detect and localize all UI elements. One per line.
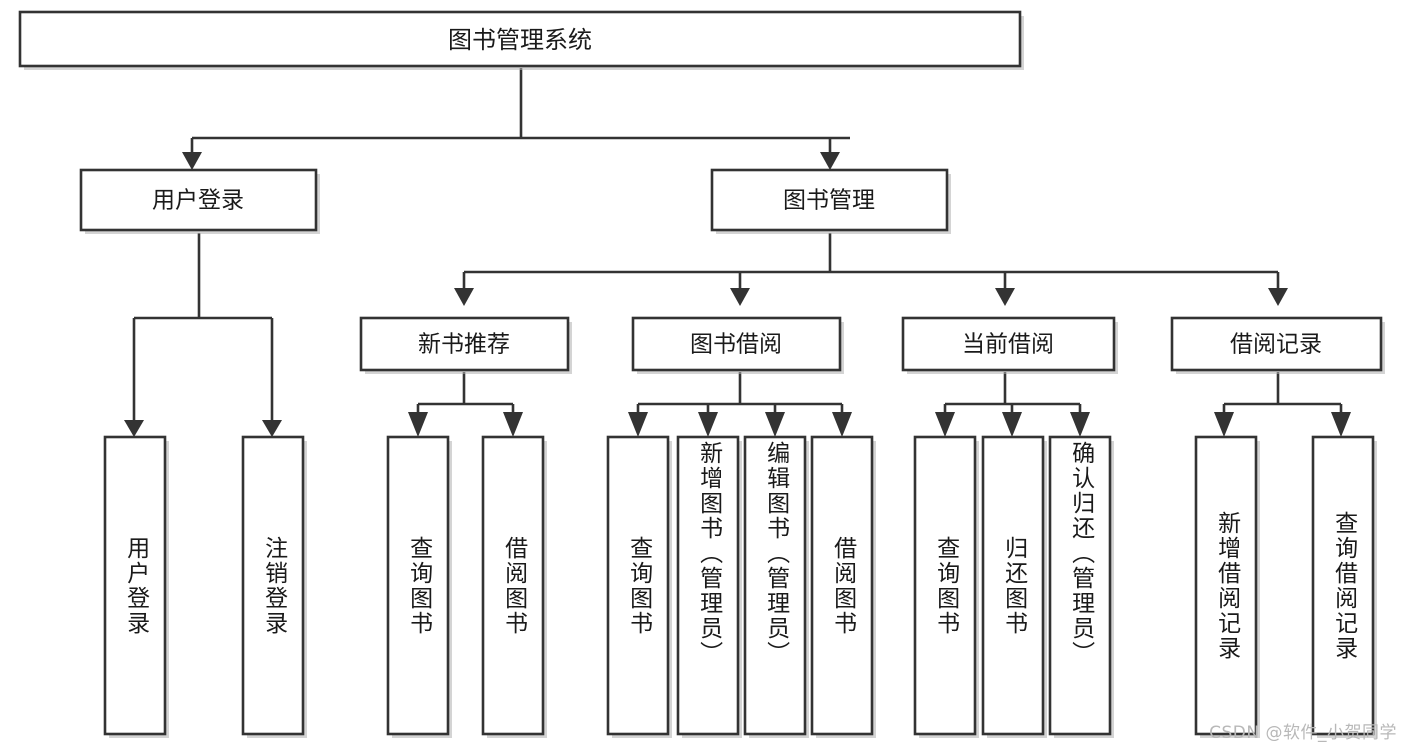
watermark: CSDN @软件_小贺同学: [1209, 723, 1397, 743]
leaf-box-bookborrow-3[interactable]: [810, 435, 874, 736]
leaf-box-bookborrow-0[interactable]: [606, 435, 670, 736]
connector-userlogin-to-leaves: [124, 233, 282, 437]
leaf-boxes-new-book-recommend: [386, 435, 547, 738]
connector-newbook-to-leaves: [408, 372, 523, 437]
leaf-box-currentborrow-1[interactable]: [981, 435, 1045, 736]
node-user-login-label: 用户登录: [152, 188, 244, 214]
node-current-borrow[interactable]: 当前借阅: [901, 316, 1118, 374]
connector-borrowrecord-to-leaves: [1214, 372, 1351, 437]
leaf-box-bookborrow-2[interactable]: [743, 435, 807, 736]
node-root-label: 图书管理系统: [448, 26, 592, 54]
node-user-login[interactable]: 用户登录: [79, 168, 320, 234]
node-book-management[interactable]: 图书管理: [710, 168, 951, 234]
leaf-box-newbook-0[interactable]: [386, 435, 450, 736]
node-new-book-recommend-label: 新书推荐: [418, 332, 510, 358]
node-book-borrow-label: 图书借阅: [690, 332, 782, 358]
connector-bookborrow-to-leaves: [628, 372, 852, 437]
connector-currentborrow-to-leaves: [935, 372, 1090, 437]
leaf-boxes-borrow-record: [1194, 435, 1377, 738]
node-root[interactable]: 图书管理系统: [18, 10, 1024, 70]
node-borrow-record-label: 借阅记录: [1230, 332, 1322, 358]
node-book-borrow[interactable]: 图书借阅: [631, 316, 844, 374]
node-new-book-recommend[interactable]: 新书推荐: [359, 316, 572, 374]
leaf-boxes-book-borrow: [606, 435, 876, 738]
leaf-box-user-login-1[interactable]: [241, 435, 305, 736]
leaf-box-user-login-0[interactable]: [103, 435, 167, 736]
node-borrow-record[interactable]: 借阅记录: [1170, 316, 1385, 374]
leaf-box-currentborrow-2[interactable]: [1048, 435, 1112, 736]
leaf-box-bookborrow-1[interactable]: [676, 435, 740, 736]
node-book-management-label: 图书管理: [783, 188, 875, 214]
leaf-box-borrowrecord-0[interactable]: [1194, 435, 1258, 736]
leaf-box-borrowrecord-1[interactable]: [1311, 435, 1375, 736]
leaf-box-currentborrow-0[interactable]: [913, 435, 977, 736]
connector-bookmgmt-to-level3: [454, 233, 1288, 306]
leaf-boxes-current-borrow: [913, 435, 1114, 738]
node-current-borrow-label: 当前借阅: [962, 332, 1054, 358]
leaf-box-newbook-1[interactable]: [481, 435, 545, 736]
leaf-boxes-user-login: [103, 435, 307, 738]
connector-root-to-level2: [182, 68, 850, 170]
